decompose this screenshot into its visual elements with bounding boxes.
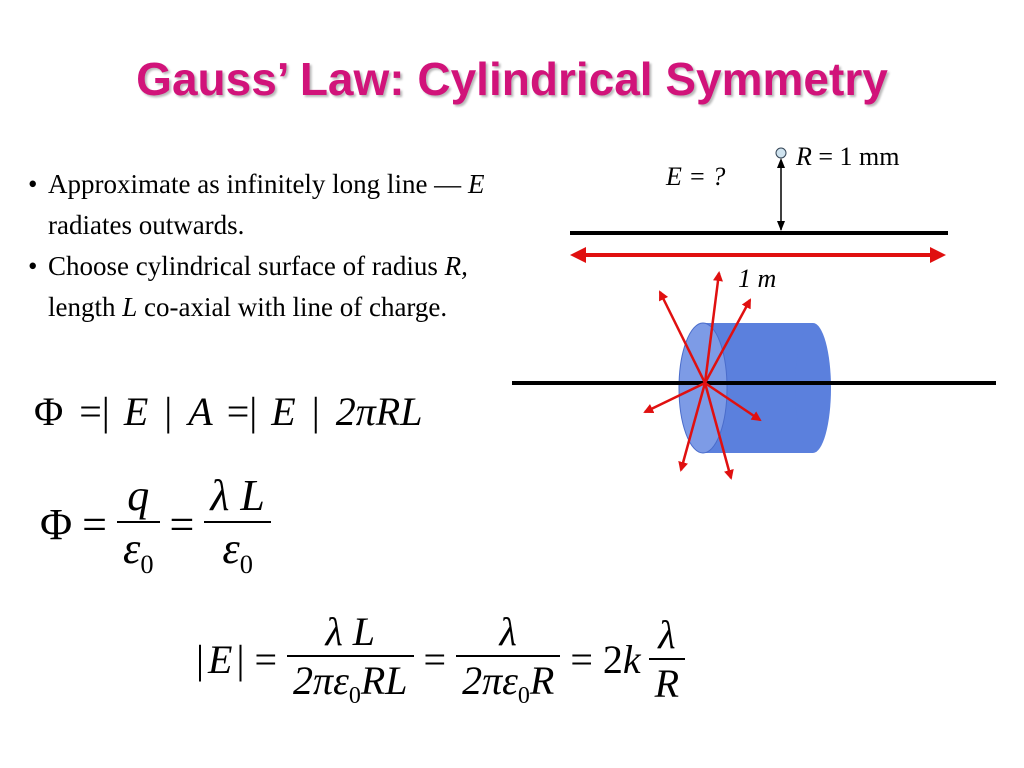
fraction: λ L 2πε0RL xyxy=(287,608,414,710)
bullet-marker: • xyxy=(28,169,38,199)
bullet-text-part: co-axial with line of charge. xyxy=(137,292,448,322)
slide-title: Gauss’ Law: Cylindrical Symmetry xyxy=(136,53,888,105)
bullet-item: • Approximate as infinitely long line — … xyxy=(28,164,498,246)
field-arrow xyxy=(678,382,707,472)
fraction-denominator: 2πε0R xyxy=(456,657,560,710)
field-magnitude-equation: | E | = λ L 2πε0RL = λ 2πε0R = 2 k λ R xyxy=(196,608,686,710)
bullet-text-italic: L xyxy=(122,292,138,322)
fraction-numerator: q xyxy=(127,471,150,520)
eq-subscript: 0 xyxy=(239,548,253,579)
eq-symbol: = xyxy=(570,636,593,682)
cylinder-right-end xyxy=(795,323,831,453)
eq-symbol: Φ xyxy=(34,389,64,434)
radius-value: = 1 mm xyxy=(811,142,900,171)
eq-symbol: | xyxy=(236,636,245,682)
bullet-text-part: radiates outwards. xyxy=(48,210,245,240)
eq-symbol: =| xyxy=(79,389,110,434)
fraction-denominator: 2πε0RL xyxy=(287,657,414,710)
fraction: λ 2πε0R xyxy=(456,608,561,710)
eq-symbol: E xyxy=(271,389,296,434)
bullet-text-italic: R, xyxy=(444,251,468,281)
field-arrow xyxy=(703,298,752,384)
eq-symbol: 2πε xyxy=(462,658,518,703)
eq-symbol: = xyxy=(82,500,107,550)
eq-symbol: =| xyxy=(226,389,258,434)
eq-symbol: = xyxy=(423,636,447,682)
bullet-text: Approximate as infinitely long line — E … xyxy=(48,164,498,246)
bullet-text-part: length xyxy=(48,292,123,322)
eq-symbol: E xyxy=(123,389,149,434)
fraction: q ε0 xyxy=(117,470,160,580)
fraction-numerator: λ xyxy=(658,612,676,657)
eq-symbol: RL xyxy=(360,658,408,703)
fraction: λ R xyxy=(648,611,686,707)
fraction-numerator: λ L xyxy=(210,471,265,520)
bullet-list: • Approximate as infinitely long line — … xyxy=(28,164,498,328)
eq-symbol: = xyxy=(254,636,278,682)
flux-charge-equation: Φ = q ε0 = λ L ε0 xyxy=(40,470,271,580)
fraction-denominator: ε0 xyxy=(216,523,259,580)
eq-symbol: 2πε xyxy=(293,658,349,703)
fraction-bar xyxy=(648,658,686,660)
radius-symbol: R xyxy=(796,142,812,171)
radius-arrowhead-bottom xyxy=(777,221,785,231)
length-arrowhead-right xyxy=(930,247,946,263)
field-arrow xyxy=(703,271,723,384)
field-arrow xyxy=(643,381,706,414)
length-label: 1 m xyxy=(738,264,777,293)
eq-symbol: k xyxy=(622,636,641,682)
field-arrows xyxy=(643,271,762,480)
fraction-bar xyxy=(117,521,160,523)
fraction: λ L ε0 xyxy=(204,470,271,580)
field-arrow xyxy=(658,290,707,384)
flux-area-equation: Φ =| E | A =| E | 2πRL xyxy=(34,388,422,435)
bullet-marker: • xyxy=(28,251,38,281)
bullet-text-italic: E xyxy=(467,169,485,199)
field-arrow xyxy=(704,381,762,422)
field-label: E = ? xyxy=(666,162,726,191)
eq-symbol: 2πRL xyxy=(335,389,423,434)
fraction-bar xyxy=(287,655,414,657)
fraction-denominator: ε0 xyxy=(117,523,160,580)
bullet-text: Choose cylindrical surface of radius R, … xyxy=(48,246,498,328)
fraction-numerator: λ L xyxy=(325,609,376,654)
eq-symbol: Φ xyxy=(40,500,73,550)
fraction-bar xyxy=(204,521,271,523)
eq-symbol: ε xyxy=(123,524,141,573)
fraction-numerator: λ xyxy=(499,609,517,654)
eq-symbol: R xyxy=(529,658,555,703)
bullet-text-part: Choose cylindrical surface of radius xyxy=(48,251,445,281)
eq-symbol: 2 xyxy=(602,636,623,682)
fraction-bar xyxy=(456,655,561,657)
test-point-circle xyxy=(775,147,787,159)
radius-arrowhead-top xyxy=(777,158,785,168)
length-arrowhead-left xyxy=(570,247,586,263)
radius-label: R = 1 mm xyxy=(796,142,900,172)
eq-symbol: = xyxy=(169,500,195,550)
bullet-text-part: Approximate as infinitely long line — xyxy=(48,169,468,199)
eq-symbol: | xyxy=(196,636,205,682)
eq-symbol: A xyxy=(188,389,213,434)
eq-subscript: 0 xyxy=(348,683,361,709)
fraction-denominator: R xyxy=(654,661,680,706)
eq-symbol: ε xyxy=(222,524,240,573)
eq-subscript: 0 xyxy=(140,548,154,579)
eq-symbol: E xyxy=(208,636,233,682)
bullet-item: • Choose cylindrical surface of radius R… xyxy=(28,246,498,328)
field-arrow xyxy=(703,382,734,480)
eq-subscript: 0 xyxy=(517,683,530,709)
eq-symbol: | xyxy=(164,389,173,434)
eq-symbol: | xyxy=(311,389,320,434)
